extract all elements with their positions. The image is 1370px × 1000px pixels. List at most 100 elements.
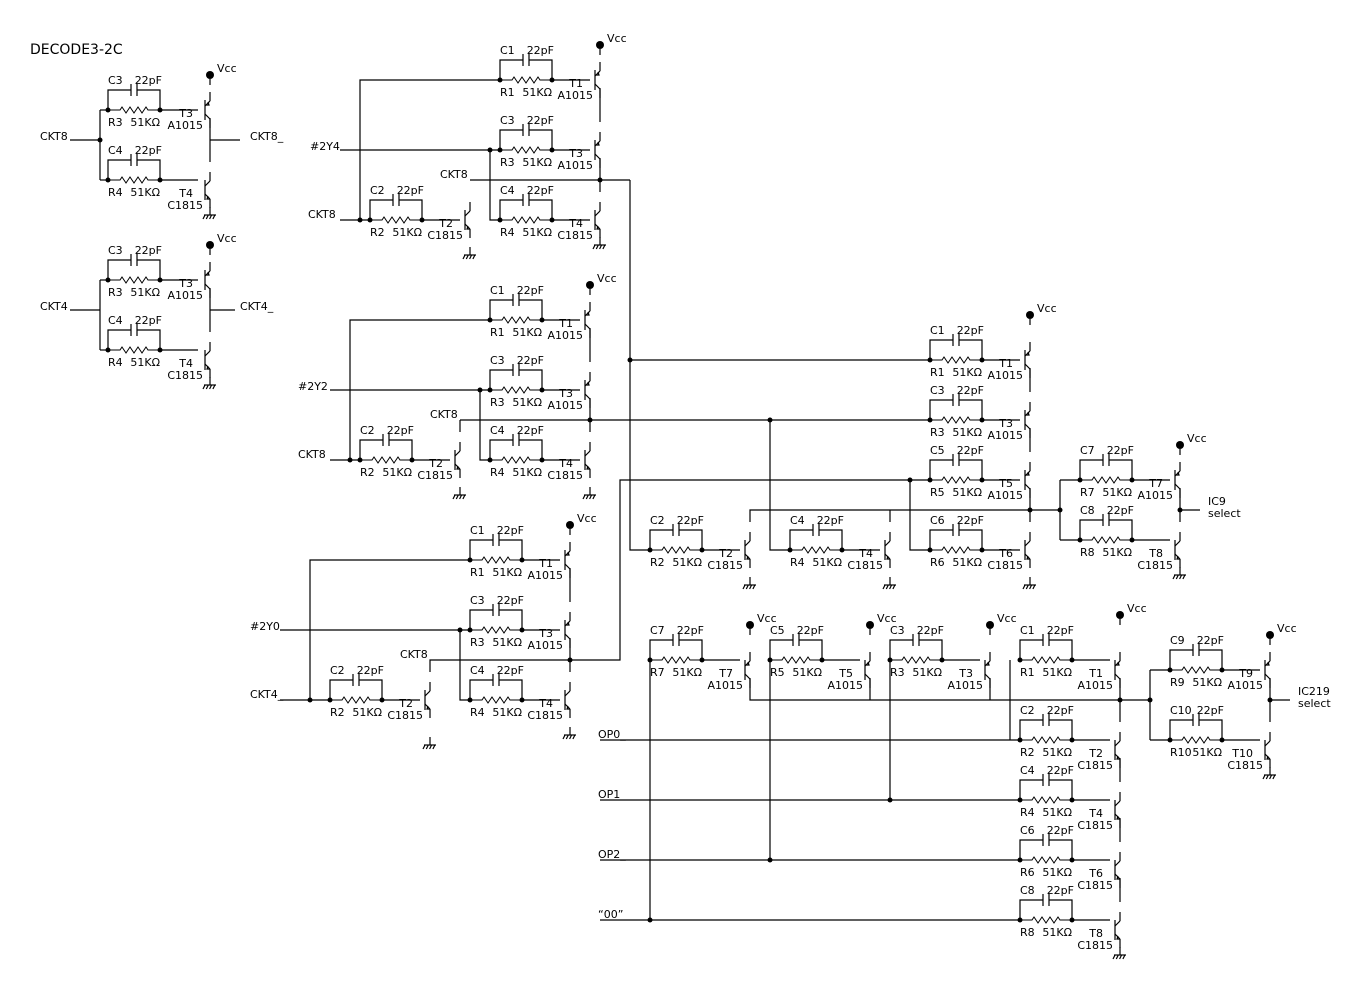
transistor-type: A1015 [557,159,593,172]
capacitor-ref: C6 [1020,824,1035,837]
cap-lead [1019,899,1043,920]
resistor-ref: R2 [1020,746,1035,759]
cap-lead [137,159,161,180]
transistor-lead [1114,673,1121,680]
transistor-type: C1815 [547,469,583,482]
emitter-arrow [566,551,570,556]
ground-hatch [209,214,213,220]
transistor-ref: T5 [838,667,853,680]
ground-icon [202,207,216,220]
ground-hatch [205,214,209,220]
transistor-type: C1815 [387,709,423,722]
ground-hatch [465,254,469,260]
cap-lead [1079,519,1103,540]
transistor-lead [584,380,591,387]
page-title: DECODE3-2C [30,42,123,58]
cap-lead [107,329,131,350]
cap-lead [499,679,523,700]
vcc-symbol: Vcc [746,612,777,635]
vcc-terminal [746,621,754,629]
resistor-symbol [1170,666,1222,674]
port-label: “00” [598,908,623,921]
junction-dots [97,137,1273,923]
transistor-ref: T4 [858,547,873,560]
capacitor-ref: C7 [650,624,665,637]
capacitor-ref: C6 [930,514,945,527]
emitter-arrow [1026,351,1030,356]
capacitor-value: 22pF [1047,624,1074,637]
transistor-lead [984,660,991,667]
cap-lead [1079,459,1103,480]
ground-hatch [452,494,456,500]
ground-hatch [1265,774,1269,780]
transistor-lead [1114,860,1121,867]
ground-hatch [592,494,596,500]
capacitor-value: 22pF [517,424,544,437]
emitter-arrow [746,661,750,666]
transistor-lead [744,540,751,547]
emitter-arrow [746,555,750,560]
resistor-symbol [370,216,422,224]
vcc-label: Vcc [1037,302,1057,315]
emitter-arrow [1176,555,1180,560]
transistor-lead [564,563,571,570]
transistor-lead [564,633,571,640]
transistor-type: A1015 [547,329,583,342]
emitter-arrow [1026,471,1030,476]
cap-lead [499,609,523,630]
resistor-value: 51KΩ [130,186,160,199]
transistor-type: A1015 [527,639,563,652]
resistor-ref: R1 [930,366,945,379]
ground-icon [582,487,596,500]
resistor-ref: R3 [500,156,515,169]
cap-lead [1049,779,1073,800]
cap-lead [1049,639,1073,660]
resistor-ref: R3 [470,636,485,649]
resistor-symbol [470,556,522,564]
ground-hatch [592,244,596,250]
vcc-label: Vcc [997,612,1017,625]
capacitor-value: 22pF [497,524,524,537]
capacitor-value: 22pF [1047,704,1074,717]
cap-lead [137,89,161,110]
transistor-type: A1015 [987,369,1023,382]
resistor-ref: R8 [1020,926,1035,939]
transistor-type: A1015 [987,489,1023,502]
vcc-terminal [1026,311,1034,319]
transistor-lead [1114,740,1121,747]
vcc-symbol: Vcc [866,612,897,635]
cap-lead [929,339,953,360]
capacitor-value: 22pF [1107,444,1134,457]
capacitor-value: 22pF [387,424,414,437]
resistor-value: 51KΩ [1192,676,1222,689]
transistor-lead [594,210,601,217]
transistor-ref: T4 [178,357,193,370]
emitter-arrow [206,101,210,106]
ground-hatch [595,244,599,250]
resistor-symbol [930,476,982,484]
junction-dot [927,417,933,423]
capacitor-value: 22pF [135,314,162,327]
transistor-lead [594,70,601,77]
capacitor-value: 22pF [1047,824,1074,837]
capacitor-ref: C8 [1080,504,1095,517]
transistor-lead [584,450,591,457]
junction-dot [1077,537,1083,543]
resistor-ref: R4 [1020,806,1035,819]
cap-lead [1199,719,1223,740]
transistor-lead [204,350,211,357]
resistor-symbol [500,146,552,154]
